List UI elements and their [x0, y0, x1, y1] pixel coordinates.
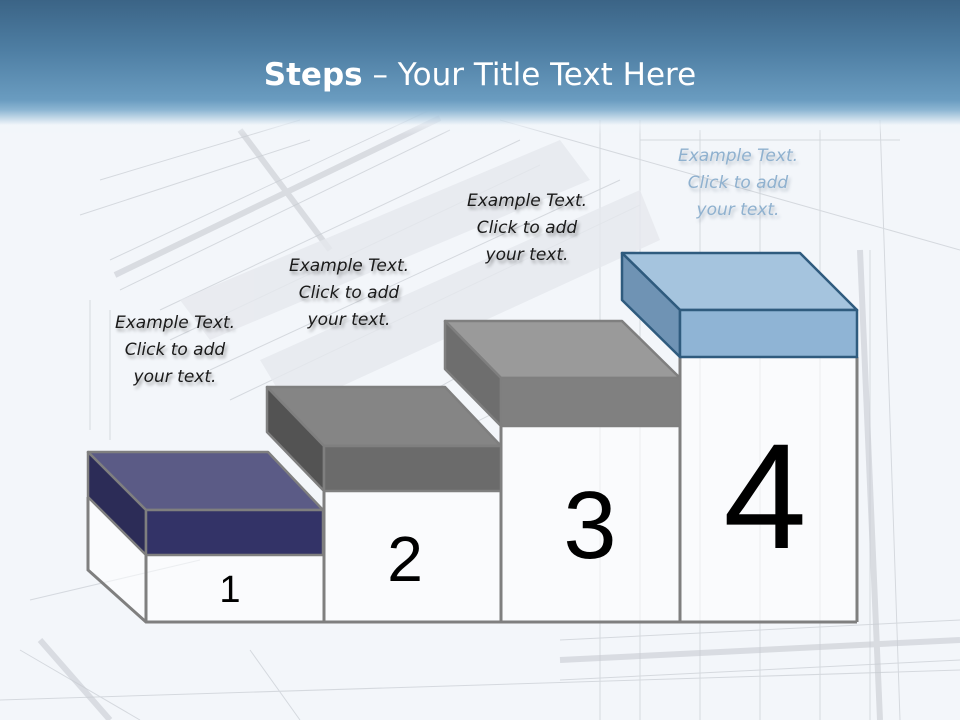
- step-3-number: 3: [563, 472, 617, 579]
- step-2-caption-line-1: Example Text.: [288, 256, 410, 276]
- step-2-caption[interactable]: Example Text. Click to add your text.: [259, 253, 439, 334]
- step-2-number: 2: [387, 523, 423, 595]
- step-4-caption-line-1: Example Text.: [677, 146, 799, 166]
- step-3-caption[interactable]: Example Text. Click to add your text.: [437, 188, 617, 269]
- step-3-caption-line-2: Click to add: [476, 218, 578, 238]
- slide-title[interactable]: Steps – Your Title Text Here: [0, 53, 960, 97]
- step-1-caption-line-1: Example Text.: [114, 313, 236, 333]
- header-band: [0, 0, 960, 135]
- step-1-block[interactable]: [86, 450, 325, 557]
- step-3-caption-line-1: Example Text.: [466, 191, 588, 211]
- step-1-caption[interactable]: Example Text. Click to add your text.: [85, 310, 265, 391]
- step-2-block[interactable]: [265, 385, 503, 493]
- step-1-number: 1: [219, 569, 241, 611]
- step-2-caption-line-2: Click to add: [298, 283, 400, 303]
- step-3-caption-line-3: your text.: [485, 245, 569, 265]
- title-rest: – Your Title Text Here: [362, 57, 697, 93]
- step-4-block[interactable]: [620, 251, 859, 359]
- step-columns: [88, 357, 857, 622]
- title-bold: Steps: [263, 57, 363, 93]
- step-1-caption-line-3: your text.: [133, 367, 217, 387]
- step-4-number: 4: [723, 412, 807, 580]
- step-4-caption-line-2: Click to add: [687, 173, 789, 193]
- step-1-caption-line-2: Click to add: [124, 340, 226, 360]
- step-4-caption-line-3: your text.: [696, 200, 780, 220]
- step-4-caption[interactable]: Example Text. Click to add your text.: [648, 143, 828, 224]
- step-2-caption-line-3: your text.: [307, 310, 391, 330]
- step-3-block[interactable]: [443, 319, 682, 428]
